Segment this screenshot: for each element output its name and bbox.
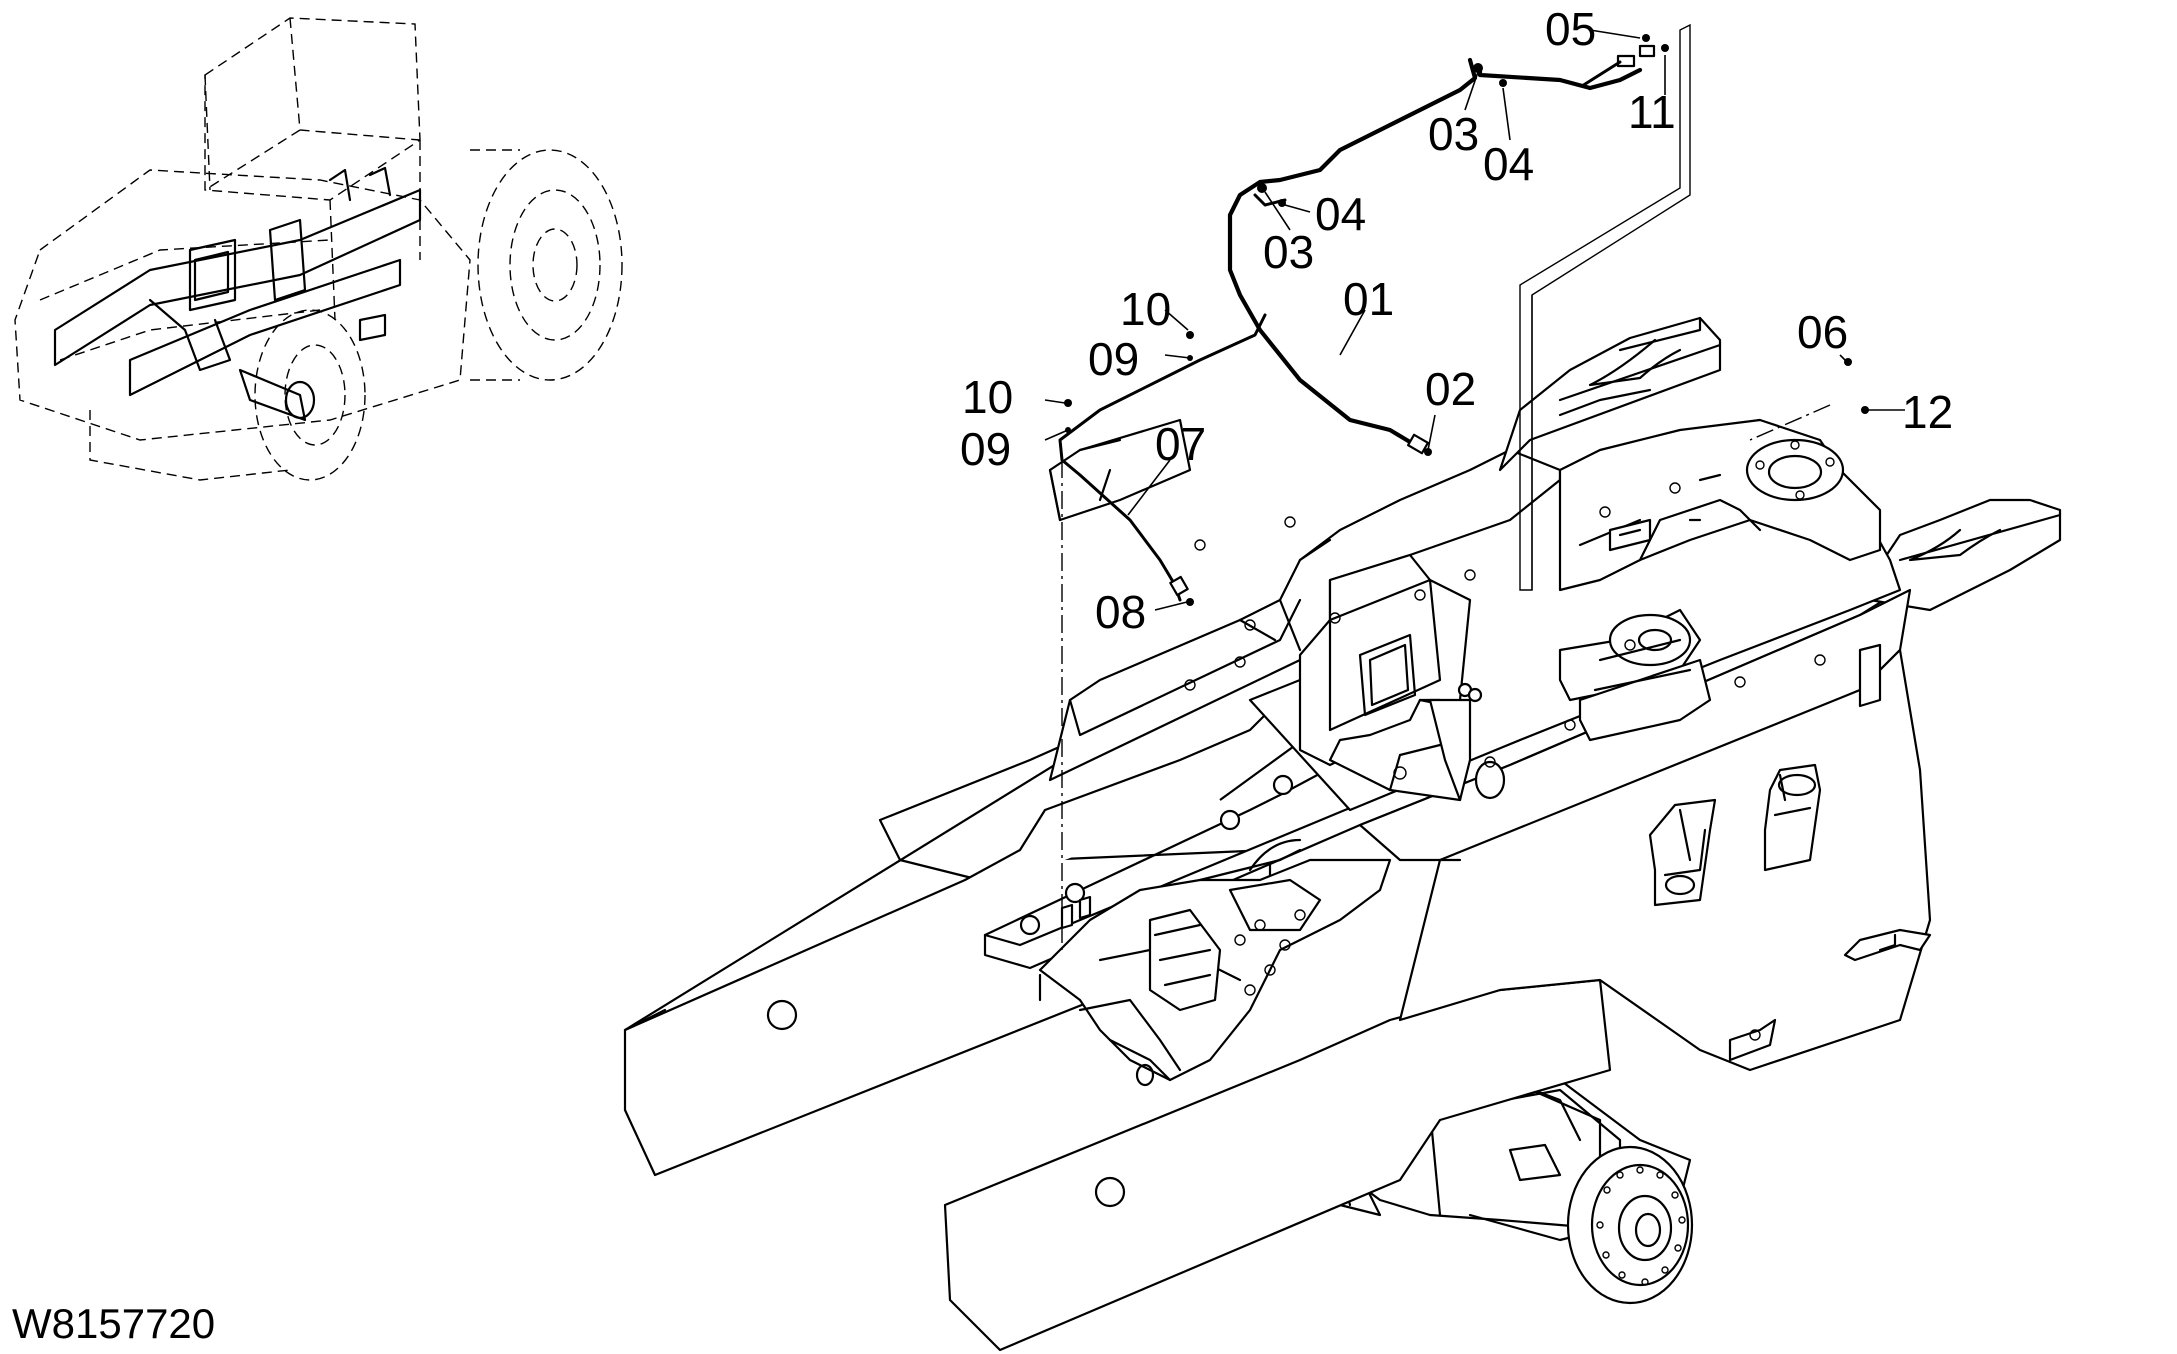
rear-axle-illustration <box>1283 1038 1694 1305</box>
frame-bolts <box>1019 682 1483 936</box>
callout-04-upper: 04 <box>1483 138 1534 190</box>
callout-11: 11 <box>1628 86 1676 138</box>
leader-lines <box>1044 29 1905 611</box>
callout-03-upper: 03 <box>1428 108 1479 160</box>
section-outline <box>1519 23 1691 591</box>
frame-holes <box>1184 482 1826 768</box>
rear-frame-illustration <box>623 316 2062 1352</box>
drawing-id: W8157720 <box>12 1300 215 1347</box>
callout-07: 07 <box>1155 418 1206 470</box>
callout-09-lower: 09 <box>960 423 1011 475</box>
callout-08: 08 <box>1095 586 1146 638</box>
machine-overview-icon <box>14 17 623 481</box>
callout-04-lower: 04 <box>1315 188 1366 240</box>
callout-05: 05 <box>1545 3 1596 55</box>
callout-02: 02 <box>1425 363 1476 415</box>
lubrication-hose-assembly <box>1058 34 1869 950</box>
callout-12: 12 <box>1902 386 1953 438</box>
callout-03-lower: 03 <box>1263 226 1314 278</box>
callout-01: 01 <box>1343 273 1394 325</box>
callout-10-upper: 10 <box>1120 283 1171 335</box>
callout-09-upper: 09 <box>1088 333 1139 385</box>
callout-labels: 05 11 03 04 04 03 01 10 09 02 10 09 07 0… <box>960 3 1953 638</box>
callout-10-lower: 10 <box>962 371 1013 423</box>
callout-06: 06 <box>1797 306 1848 358</box>
